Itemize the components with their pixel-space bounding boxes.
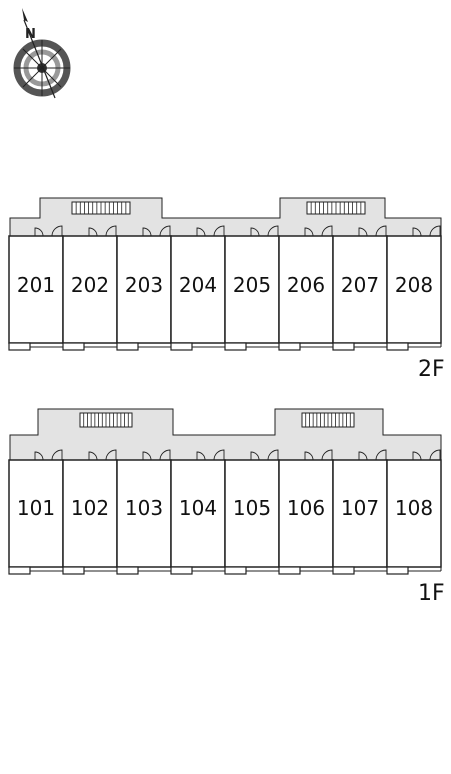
unit-number: 203 (125, 273, 163, 297)
unit-104: 104 (170, 449, 226, 575)
unit-107: 107 (332, 449, 388, 575)
unit-205: 205 (224, 225, 280, 351)
staircase (301, 412, 355, 428)
unit-106: 106 (278, 449, 334, 575)
balcony-unit (224, 342, 247, 351)
unit-number: 102 (71, 496, 109, 520)
door-icon (304, 449, 333, 461)
unit-103: 103 (116, 449, 172, 575)
door-icon (250, 225, 279, 237)
balcony-unit (278, 566, 301, 575)
unit-208: 208 (386, 225, 442, 351)
unit-number: 105 (233, 496, 271, 520)
unit-201: 201 (8, 225, 64, 351)
door-icon (142, 225, 171, 237)
unit-number: 101 (17, 496, 55, 520)
door-icon (34, 449, 63, 461)
balcony-unit (62, 342, 85, 351)
balcony-unit (278, 342, 301, 351)
door-icon (88, 449, 117, 461)
door-icon (358, 225, 387, 237)
balcony-unit (116, 342, 139, 351)
door-icon (412, 449, 441, 461)
floor-label-2f: 2F (418, 357, 445, 382)
unit-number: 103 (125, 496, 163, 520)
unit-number: 204 (179, 273, 217, 297)
floor-1f-plan: 101 102 103 104 105 106 107 108 1F (8, 408, 445, 606)
staircase (79, 412, 133, 428)
unit-207: 207 (332, 225, 388, 351)
floor-2f-plan: 201 202 203 204 205 206 207 208 2F (8, 197, 445, 382)
unit-108: 108 (386, 449, 442, 575)
door-icon (412, 225, 441, 237)
unit-number: 202 (71, 273, 109, 297)
staircase (71, 201, 131, 215)
unit-204: 204 (170, 225, 226, 351)
door-icon (142, 449, 171, 461)
door-icon (34, 225, 63, 237)
unit-101: 101 (8, 449, 64, 575)
corridor (9, 408, 442, 461)
staircase (306, 201, 366, 215)
door-icon (250, 449, 279, 461)
unit-105: 105 (224, 449, 280, 575)
unit-number: 205 (233, 273, 271, 297)
balcony-unit (386, 342, 409, 351)
balcony-unit (116, 566, 139, 575)
floor-label-1f: 1F (418, 581, 445, 606)
door-icon (196, 449, 225, 461)
unit-number: 108 (395, 496, 433, 520)
north-label: N (25, 27, 36, 42)
north-arrow-icon (22, 8, 28, 22)
balcony-unit (224, 566, 247, 575)
unit-number: 201 (17, 273, 55, 297)
door-icon (358, 449, 387, 461)
balcony-unit (8, 342, 31, 351)
door-icon (196, 225, 225, 237)
unit-202: 202 (62, 225, 118, 351)
unit-number: 106 (287, 496, 325, 520)
door-icon (88, 225, 117, 237)
unit-206: 206 (278, 225, 334, 351)
balcony-unit (170, 566, 193, 575)
balcony-unit (8, 566, 31, 575)
unit-number: 206 (287, 273, 325, 297)
unit-number: 107 (341, 496, 379, 520)
balcony-unit (332, 566, 355, 575)
unit-number: 208 (395, 273, 433, 297)
balcony-unit (332, 342, 355, 351)
unit-number: 207 (341, 273, 379, 297)
compass-icon: N (13, 8, 71, 99)
unit-number: 104 (179, 496, 217, 520)
unit-102: 102 (62, 449, 118, 575)
balcony-unit (170, 342, 193, 351)
door-icon (304, 225, 333, 237)
unit-203: 203 (116, 225, 172, 351)
balcony-unit (62, 566, 85, 575)
balcony-unit (386, 566, 409, 575)
